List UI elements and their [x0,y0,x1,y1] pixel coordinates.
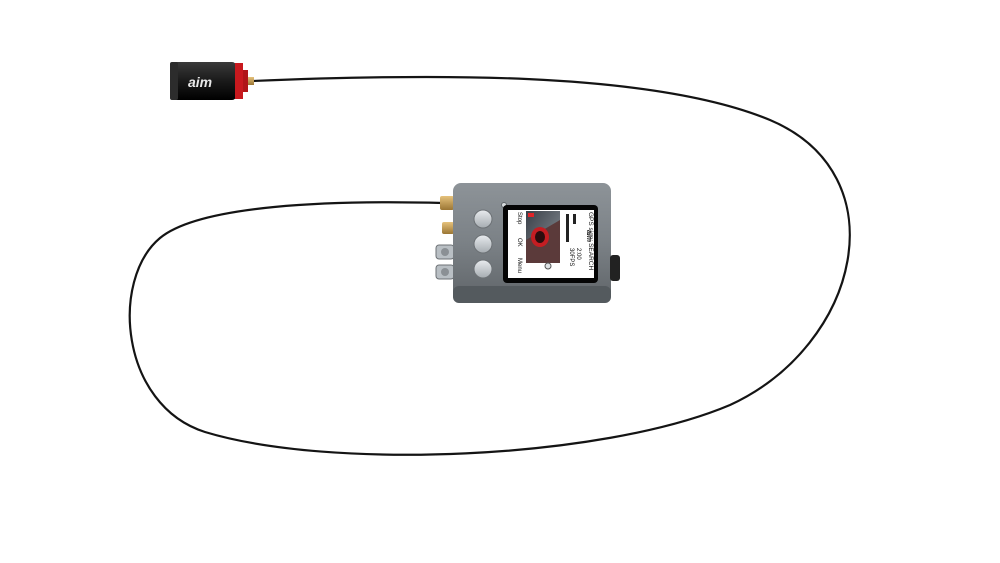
softkey-menu: Menu [516,258,522,273]
camera-logo: aim [188,74,212,90]
button-top[interactable] [473,209,493,229]
record-icon [544,262,552,270]
display-screen: GPS sign: SEARCH 2:00 30FPS Stop OK Menu [503,205,598,283]
antenna-connector[interactable] [440,196,454,210]
side-knob[interactable] [610,255,620,281]
preview-image [526,211,560,263]
camera-cable [128,75,851,456]
status-line: GPS sign: SEARCH [587,212,594,270]
device-logo: aim [585,230,592,242]
bullet-camera: aim [170,62,254,100]
time-label: 2:00 [575,248,581,260]
button-middle[interactable] [473,234,493,254]
button-bottom[interactable] [473,259,493,279]
camera-recorder-unit: GPS sign: SEARCH 2:00 30FPS Stop OK Menu… [435,183,620,303]
fps-label: 30FPS [568,248,574,266]
softkey-stop: Stop [516,212,522,225]
softkey-ok: OK [516,238,522,247]
